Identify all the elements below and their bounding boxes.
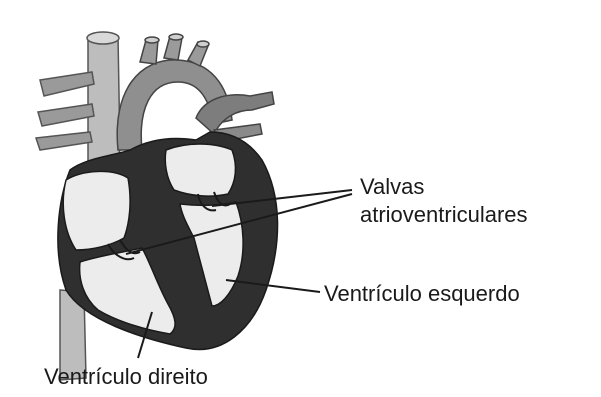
left-atrium xyxy=(165,144,235,196)
right-atrium xyxy=(63,171,130,250)
label-left-ventricle: Ventrículo esquerdo xyxy=(324,281,520,306)
pulmonary-vessels-left xyxy=(36,72,94,150)
label-valves-line1: Valvas xyxy=(360,174,424,199)
label-right-ventricle: Ventrículo direito xyxy=(44,364,208,389)
label-valves-line2: atrioventriculares xyxy=(360,202,528,227)
